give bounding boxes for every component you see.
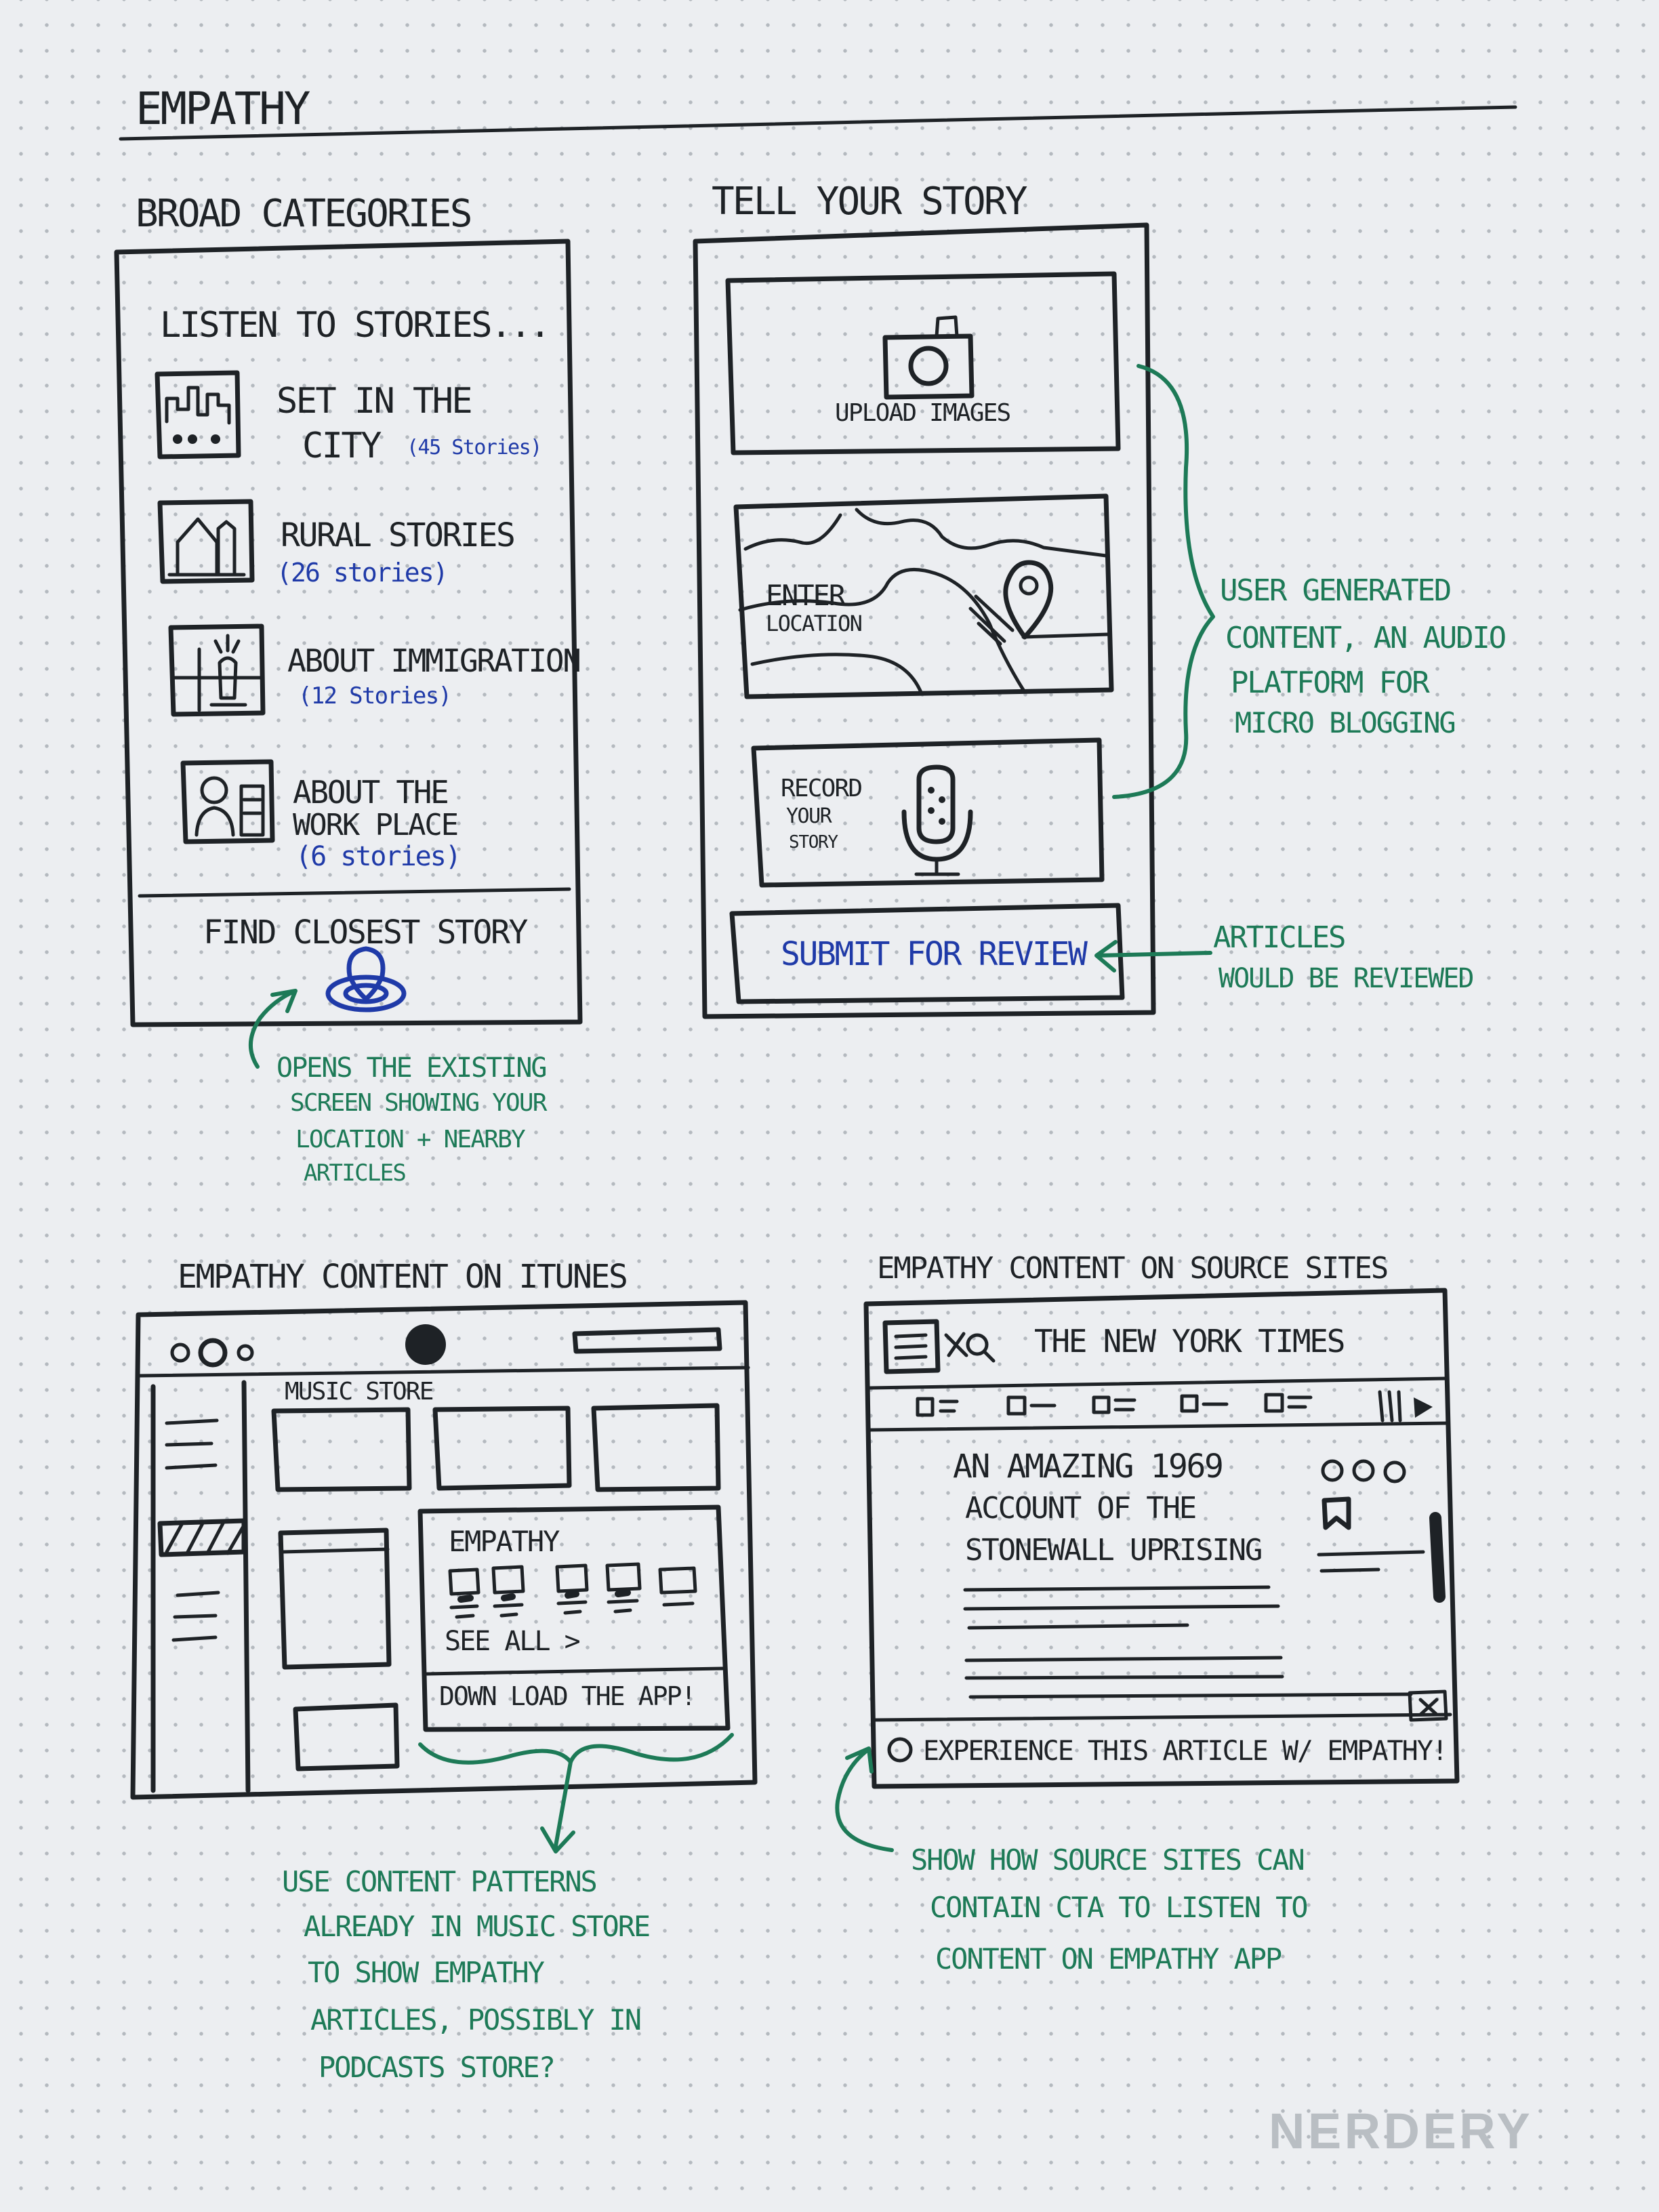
microphone-icon	[901, 764, 973, 876]
user-generated-annotation-line2: CONTENT, AN AUDIO	[1225, 621, 1507, 655]
arrow-source-cta	[835, 1746, 894, 1852]
statue-of-liberty-icon	[168, 623, 266, 717]
nyt-scrollbar[interactable]	[1429, 1512, 1446, 1603]
itunes-annotation-line2: ALREADY IN MUSIC STORE	[304, 1910, 651, 1943]
tell-your-story-phone	[693, 222, 1156, 1019]
broad-categories-phone	[114, 239, 583, 1027]
source-sites-heading: EMPATHY CONTENT ON SOURCE SITES	[877, 1251, 1389, 1286]
article-title-line3: STONEWALL UPRISING	[965, 1533, 1263, 1568]
article-title-line2: ACCOUNT OF THE	[965, 1491, 1197, 1525]
nyt-section-nav[interactable]	[916, 1390, 1433, 1422]
itunes-annotation-line5: PODCASTS STORE?	[319, 2051, 556, 2084]
nyt-site-name: THE NEW YORK TIMES	[1034, 1323, 1345, 1359]
arrow-articles-reviewed	[1094, 940, 1212, 972]
itunes-sidebar[interactable]	[157, 1418, 247, 1642]
find-closest-annotation-line4: ARTICLES	[304, 1160, 407, 1187]
find-closest-annotation-line3: LOCATION + NEARBY	[295, 1126, 526, 1153]
empathy-panel-title: EMPATHY	[449, 1525, 560, 1558]
category-city-line2[interactable]: CITY	[302, 426, 382, 466]
map-pin-icon	[968, 560, 1054, 646]
record-story-label-line3[interactable]: STORY	[789, 832, 838, 853]
title-underline	[119, 105, 1517, 141]
source-sites-annotation-line1: SHOW HOW SOURCE SITES CAN	[911, 1843, 1305, 1877]
itunes-annotation-line3: TO SHOW EMPATHY	[308, 1956, 545, 1989]
location-target-icon[interactable]	[325, 946, 407, 1012]
nyt-search-icon[interactable]	[944, 1332, 996, 1363]
category-rural-line1[interactable]: RURAL STORIES	[281, 516, 516, 554]
workplace-person-icon	[180, 759, 275, 844]
music-store-tiles[interactable]	[271, 1403, 721, 1771]
experience-article-cta[interactable]: EXPERIENCE THIS ARTICLE W/ EMPATHY!	[923, 1736, 1448, 1767]
category-workplace-count: (6 stories)	[295, 841, 462, 872]
nyt-browser-window	[863, 1288, 1460, 1789]
category-city-line1[interactable]: SET IN THE	[276, 381, 473, 422]
camera-icon	[882, 315, 975, 400]
tell-your-story-heading: TELL YOUR STORY	[712, 180, 1028, 224]
itunes-window	[130, 1300, 758, 1800]
annotation-arrow-find-closest	[249, 989, 298, 1069]
cta-empathy-icon	[887, 1737, 913, 1763]
category-city-count: (45 Stories)	[407, 436, 542, 459]
nyt-article-body-lines	[963, 1585, 1413, 1699]
articles-reviewed-annotation-line2: WOULD BE REVIEWED	[1218, 963, 1474, 994]
record-story-box[interactable]	[751, 737, 1105, 888]
article-title-line1: AN AMAZING 1969	[953, 1448, 1224, 1486]
rural-barn-icon	[157, 499, 255, 584]
broad-categories-heading: BROAD CATEGORIES	[136, 192, 472, 236]
find-closest-story-label[interactable]: FIND CLOSEST STORY	[203, 914, 528, 951]
category-immigration-line1[interactable]: ABOUT IMMIGRATION	[287, 642, 581, 679]
download-app-button[interactable]: DOWN LOAD THE APP!	[439, 1681, 697, 1711]
category-workplace-line2[interactable]: WORK PLACE	[293, 808, 459, 842]
brace-user-generated	[1112, 364, 1215, 799]
record-story-label-line2[interactable]: YOUR	[786, 804, 832, 828]
user-generated-annotation-line3: PLATFORM FOR	[1231, 665, 1430, 700]
category-immigration-count: (12 Stories)	[298, 682, 452, 710]
brace-itunes-patterns	[418, 1733, 734, 1853]
category-rural-count: (26 stories)	[276, 558, 449, 588]
empathy-panel[interactable]	[417, 1504, 731, 1732]
itunes-toolbar-controls[interactable]	[170, 1324, 722, 1368]
find-closest-annotation-line1: OPENS THE EXISTING	[276, 1052, 547, 1084]
city-skyline-icon	[155, 370, 241, 459]
submit-for-review-label[interactable]: SUBMIT FOR REVIEW	[781, 935, 1088, 973]
find-closest-annotation-line2: SCREEN SHOWING YOUR	[290, 1089, 547, 1117]
upload-images-label[interactable]: UPLOAD IMAGES	[835, 399, 1011, 427]
articles-reviewed-annotation-line1: ARTICLES	[1213, 920, 1347, 955]
enter-location-label-line2[interactable]: LOCATION	[766, 611, 863, 636]
user-generated-annotation-line1: USER GENERATED	[1220, 573, 1452, 608]
page-title: EMPATHY	[136, 83, 310, 135]
itunes-annotation-line1: USE CONTENT PATTERNS	[282, 1865, 598, 1898]
itunes-annotation-line4: ARTICLES, POSSIBLY IN	[310, 2003, 642, 2036]
enter-location-label-line1[interactable]: ENTER	[766, 579, 846, 612]
nyt-close-cta-icon[interactable]	[1408, 1689, 1448, 1722]
see-all-link[interactable]: SEE ALL >	[445, 1626, 581, 1657]
itunes-heading: EMPATHY CONTENT ON ITUNES	[178, 1258, 628, 1296]
source-sites-annotation-line2: CONTAIN CTA TO LISTEN TO	[930, 1891, 1309, 1924]
music-store-label: MUSIC STORE	[285, 1378, 434, 1406]
nyt-share-icons[interactable]	[1317, 1459, 1425, 1573]
nyt-menu-icon[interactable]	[882, 1319, 941, 1374]
upload-images-box[interactable]	[725, 271, 1121, 455]
category-workplace-line1[interactable]: ABOUT THE	[293, 774, 449, 811]
record-story-label-line1[interactable]: RECORD	[781, 775, 863, 802]
listen-to-stories-label: LISTEN TO STORIES...	[160, 305, 551, 346]
submit-for-review-box[interactable]	[729, 903, 1125, 1004]
nerdery-watermark: NERDERY	[1269, 2103, 1534, 2159]
source-sites-annotation-line3: CONTENT ON EMPATHY APP	[935, 1942, 1282, 1975]
user-generated-annotation-line4: MICRO BLOGGING	[1235, 706, 1456, 739]
empathy-panel-thumbnails[interactable]	[448, 1562, 697, 1619]
